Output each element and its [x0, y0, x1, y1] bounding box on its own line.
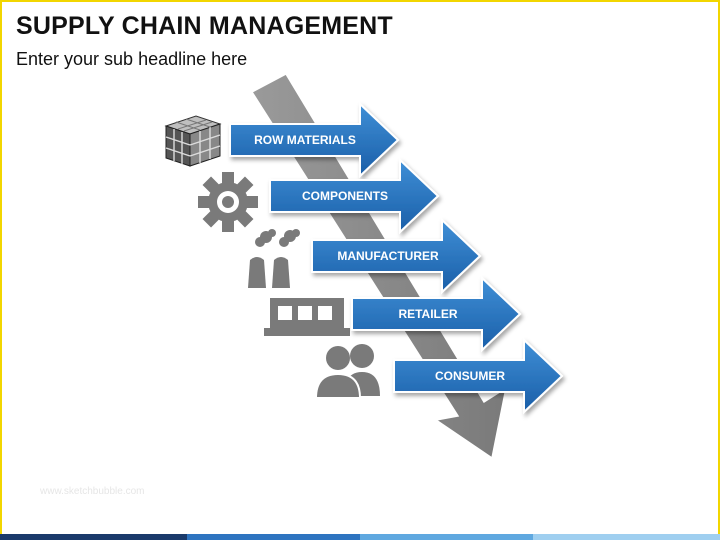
store-icon [264, 298, 350, 336]
step-label-retailer: RETAILER [398, 307, 457, 321]
gear-icon [198, 172, 258, 232]
watermark-text: www.sketchbubble.com [40, 486, 145, 497]
step-arrow-manufacturer: MANUFACTURER [311, 217, 482, 295]
step-arrow-components: COMPONENTS [269, 157, 440, 235]
factory-icon [248, 229, 300, 288]
step-arrow-consumer: CONSUMER [393, 337, 564, 415]
step-label-manufacturer: MANUFACTURER [337, 249, 439, 263]
bottom-accent-bar [0, 534, 720, 540]
step-arrow-row-materials: ROW MATERIALS [229, 101, 400, 179]
step-label-consumer: CONSUMER [435, 369, 505, 383]
step-label-row-materials: ROW MATERIALS [254, 133, 356, 147]
people-icon [314, 344, 380, 399]
step-arrow-retailer: RETAILER [351, 275, 522, 353]
slide-subtitle: Enter your sub headline here [16, 49, 248, 69]
step-label-components: COMPONENTS [302, 189, 388, 203]
slide-title: SUPPLY CHAIN MANAGEMENT [16, 12, 393, 40]
cube-icon [164, 115, 222, 167]
